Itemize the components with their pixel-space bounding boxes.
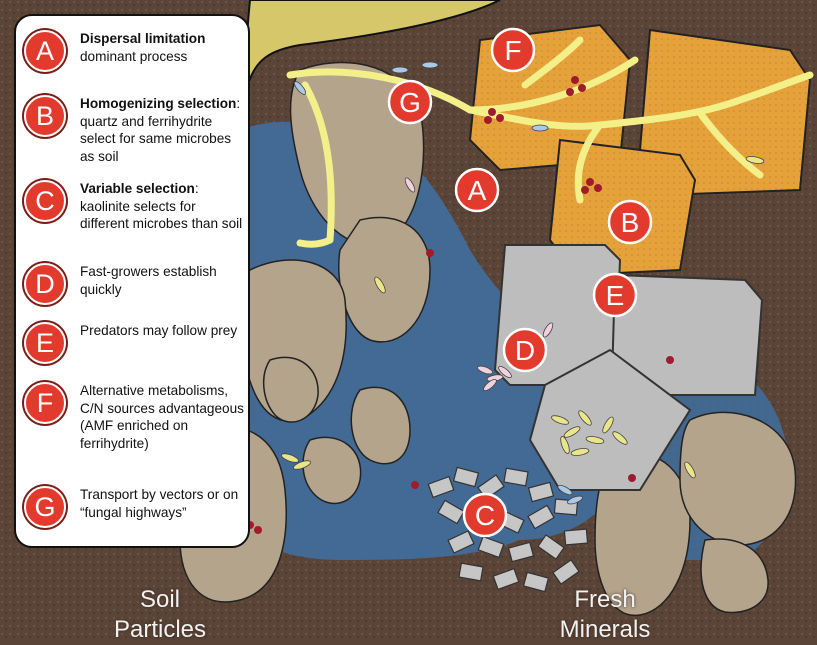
marker-label: E [606, 280, 625, 311]
marker-label: D [515, 335, 535, 366]
legend-panel: A Dispersal limitation dominant process B… [14, 14, 250, 548]
marker-f: F [492, 29, 534, 71]
legend-bold-c: Variable selection [80, 181, 195, 196]
legend-desc-a: dominant process [80, 49, 187, 64]
marker-g: G [389, 81, 431, 123]
legend-badge-d: D [24, 263, 66, 305]
legend-badge-c: C [24, 180, 66, 222]
caption-soil-particles: Soil Particles [105, 585, 215, 645]
fungal-hypha [300, 240, 330, 244]
legend-text-f: Alternative metabolisms, C/N sources adv… [80, 382, 248, 452]
legend-badge-g: G [24, 486, 66, 528]
marker-e: E [594, 274, 636, 316]
marker-label: C [475, 500, 495, 531]
marker-label: B [621, 207, 640, 238]
marker-label: F [504, 35, 521, 66]
caption-fresh-minerals: Fresh Minerals [545, 585, 665, 645]
legend-text-b: Homogenizing selection: quartz and ferri… [80, 95, 248, 165]
legend-text-c: Variable selection: kaolinite selects fo… [80, 180, 248, 233]
legend-badge-f: F [24, 382, 66, 424]
marker-label: G [399, 87, 421, 118]
marker-d: D [504, 329, 546, 371]
legend-bold-b: Homogenizing selection [80, 96, 236, 111]
legend-badge-e: E [24, 322, 66, 364]
legend-badge-a: A [24, 30, 66, 72]
marker-b: B [609, 201, 651, 243]
legend-text-a: Dispersal limitation dominant process [80, 30, 248, 65]
legend-text-g: Transport by vectors or on “fungal highw… [80, 486, 248, 521]
legend-bold-a: Dispersal limitation [80, 31, 205, 46]
legend-text-d: Fast-growers establish quickly [80, 263, 248, 298]
marker-label: A [468, 175, 487, 206]
legend-badge-b: B [24, 95, 66, 137]
marker-c: C [464, 494, 506, 536]
legend-text-e: Predators may follow prey [80, 322, 248, 340]
marker-a: A [456, 169, 498, 211]
